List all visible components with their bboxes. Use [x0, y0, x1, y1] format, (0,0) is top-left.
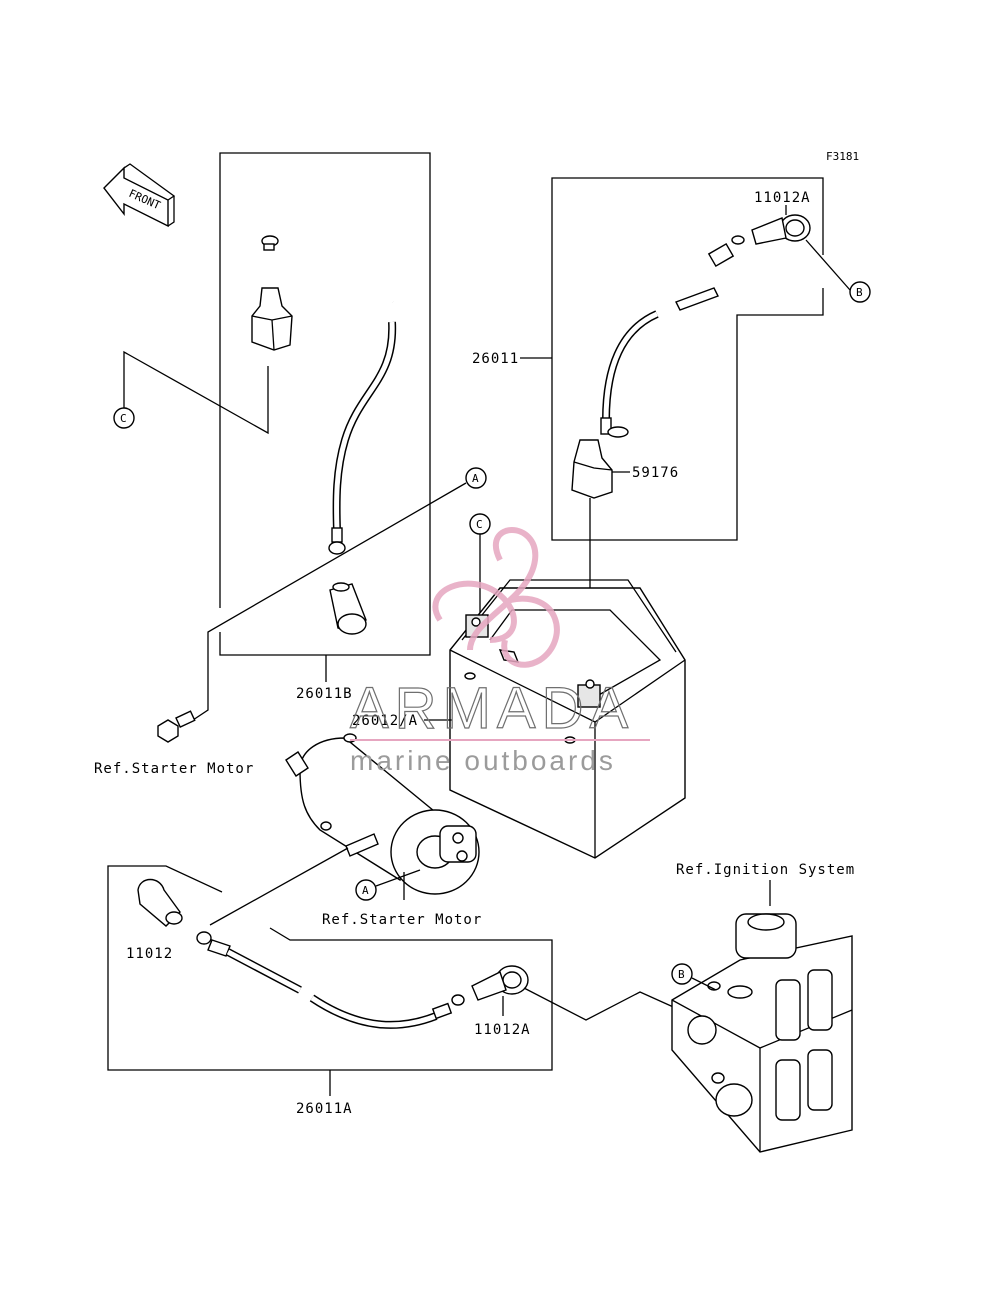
label-11012: 11012	[126, 946, 173, 962]
callout-b-top	[849, 281, 871, 303]
ref-starter-motor-left: Ref.Starter Motor	[94, 761, 254, 777]
label-26011: 26011	[472, 351, 519, 367]
ref-starter-motor-center: Ref.Starter Motor	[322, 912, 482, 928]
armada-logo-icon	[432, 527, 560, 668]
callout-a-top-label: A	[472, 472, 479, 485]
label-11012a-top: 11012A	[754, 190, 811, 206]
label-26011a: 26011A	[296, 1101, 353, 1117]
front-arrow-icon: FRONT	[103, 163, 176, 228]
label-11012a-bottom: 11012A	[474, 1022, 531, 1038]
label-26011b: 26011B	[296, 686, 353, 702]
watermark-tagline: marine outboards	[350, 745, 616, 776]
callout-b-top-label: B	[856, 286, 863, 299]
cable-26011a-group: 11012 11012A 26011A	[107, 847, 681, 1117]
callout-b-ignition	[671, 963, 693, 985]
callout-a-top	[465, 467, 487, 489]
cable-26011b-group: 26011B	[219, 152, 431, 702]
callout-a-starter-label: A	[362, 884, 369, 897]
cable-26011-group: 26011 11012A 59176	[472, 177, 851, 690]
starter-motor-icon	[285, 733, 480, 895]
label-59176: 59176	[632, 465, 679, 481]
callout-c-battery-label: C	[476, 518, 483, 531]
ref-ignition-system: Ref.Ignition System	[676, 862, 855, 878]
callout-c-left-label: C	[120, 412, 127, 425]
watermark-brand: ARMADA	[350, 676, 634, 741]
callout-a-starter	[355, 879, 377, 901]
starter-motor-bolt-icon	[157, 710, 196, 743]
callout-b-ignition-label: B	[678, 968, 685, 981]
label-26012a: 26012/A	[352, 713, 418, 729]
figure-code: F3181	[826, 150, 859, 163]
ignition-housing-icon	[671, 913, 853, 1153]
